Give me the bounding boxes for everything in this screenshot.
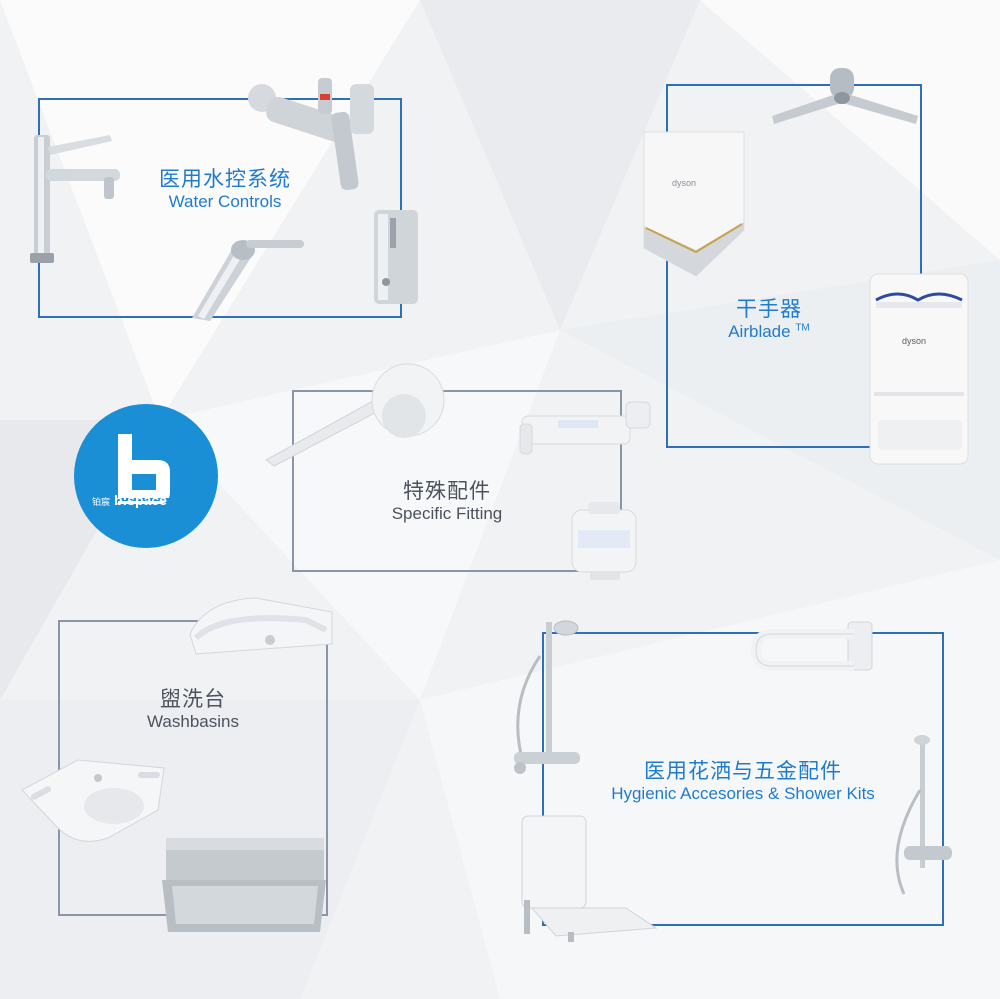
tap-filter-cartridge-icon [571, 502, 637, 580]
steel-trough-sink-icon [162, 838, 326, 932]
water-controls-en: Water Controls [168, 192, 282, 212]
hygienic-label: 医用花洒与五金配件 Hygienic Accesories & Shower K… [560, 760, 926, 804]
logo-text: b:space [114, 492, 167, 508]
airblade-frame [666, 84, 922, 448]
airblade-cn: 干手器 [736, 298, 802, 321]
dyson-mark-1: dyson [672, 178, 696, 188]
thermostatic-tap-icon [248, 78, 374, 191]
hygienic-en: Hygienic Accesories & Shower Kits [611, 784, 875, 804]
filter-shower-head-icon [265, 363, 445, 467]
dyson-airblade-dryer-icon: dyson [869, 273, 969, 465]
tap-hand-dryer-icon [772, 68, 918, 124]
hygienic-frame [542, 632, 944, 926]
water-controls-cn: 医用水控系统 [159, 168, 291, 191]
hygienic-cn: 医用花洒与五金配件 [644, 760, 842, 783]
water-controls-label: 医用水控系统 Water Controls [140, 168, 310, 212]
airblade-label: 干手器 Airblade TM [704, 298, 834, 342]
self-closing-valve-icon [192, 240, 304, 321]
specific-fitting-label: 特殊配件 Specific Fitting [362, 480, 532, 524]
thermostatic-shower-kit-icon [895, 735, 952, 895]
accessible-washbasin-icon [21, 759, 165, 842]
shower-kit-icon [514, 620, 580, 774]
washbasins-en: Washbasins [147, 712, 239, 732]
trademark-mark: TM [795, 322, 810, 334]
grab-bar-icon [750, 621, 873, 671]
bspace-logo-icon: b:space 铂宸 [74, 404, 218, 548]
airblade-en: Airblade [728, 322, 791, 342]
wall-washbasin-icon [189, 597, 333, 655]
dyson-v-dryer-icon: dyson [643, 131, 745, 277]
inline-water-filter-icon [519, 401, 651, 455]
folding-shower-seat-icon [521, 815, 658, 942]
medical-faucet-icon [30, 135, 120, 263]
logo-cn-text: 铂宸 [92, 496, 110, 508]
specific-fitting-frame [292, 390, 622, 572]
soap-dispenser-icon [374, 210, 418, 304]
specific-fitting-en: Specific Fitting [391, 504, 503, 524]
specific-fitting-cn: 特殊配件 [403, 480, 491, 503]
washbasins-cn: 盥洗台 [160, 688, 226, 711]
dyson-mark-2: dyson [902, 336, 926, 346]
washbasins-label: 盥洗台 Washbasins [118, 688, 268, 732]
